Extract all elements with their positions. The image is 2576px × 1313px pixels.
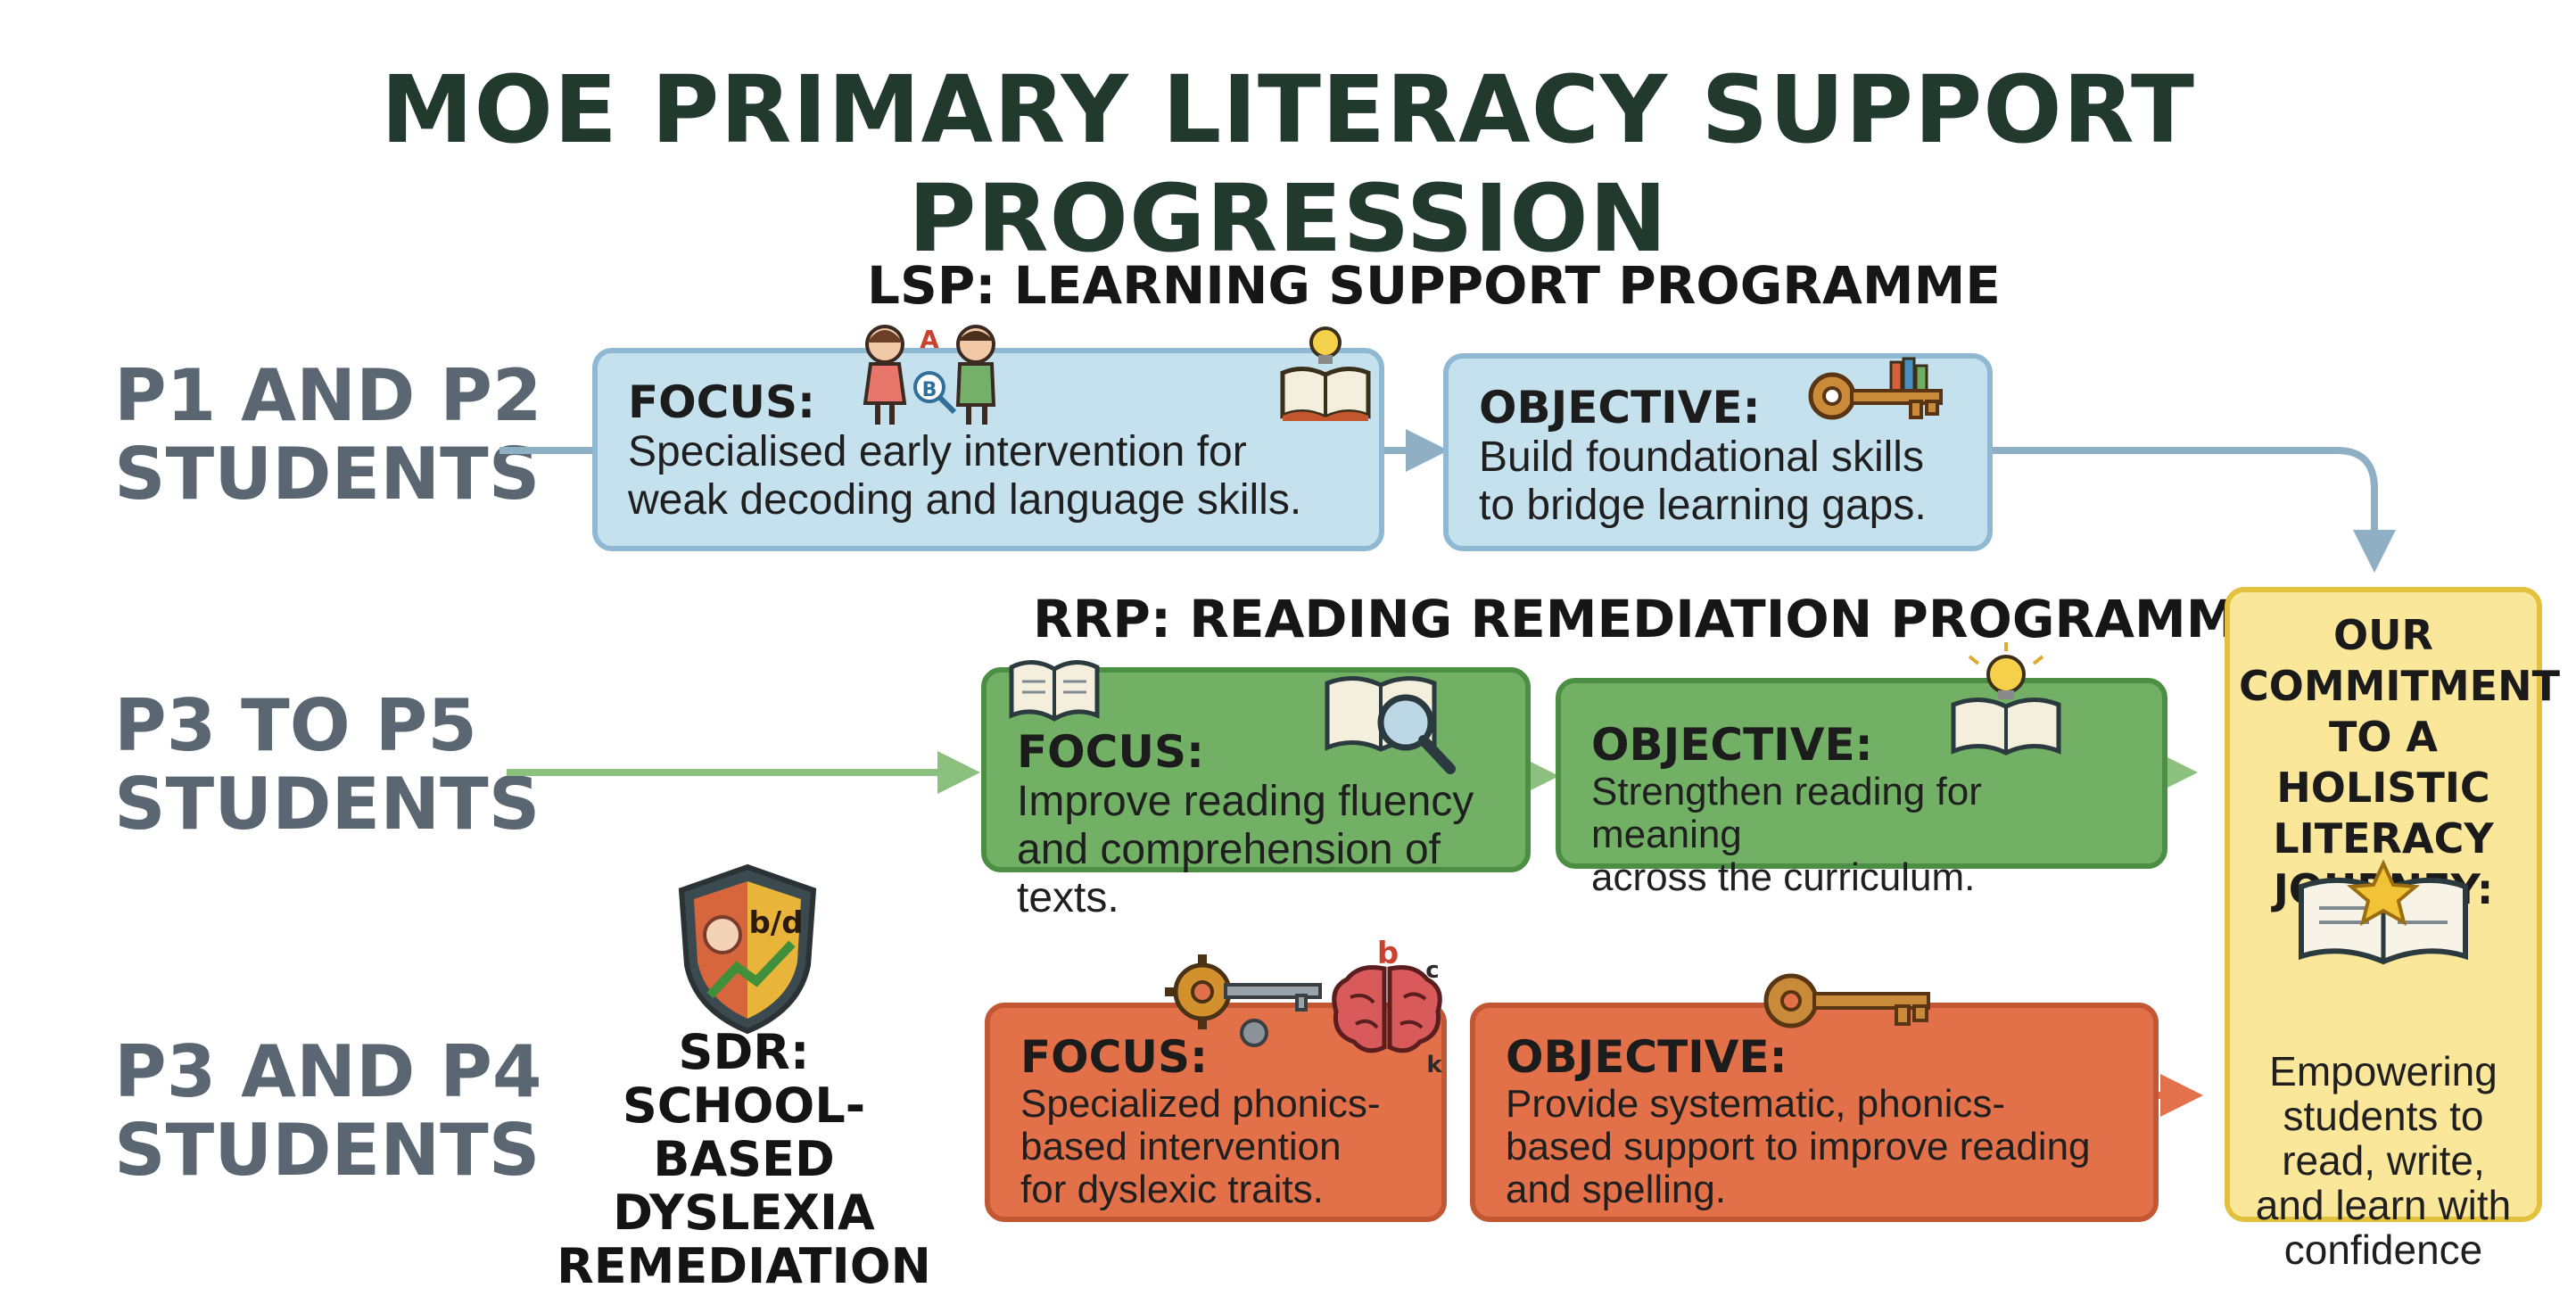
focus-label: FOCUS: [1017, 726, 1204, 778]
text-line: based support to improve reading [1506, 1125, 2091, 1168]
text-line: Specialised early intervention for [628, 428, 1247, 475]
sdr-programme-name: SDR: SCHOOL-BASED DYSLEXIA REMEDIATION [539, 1026, 949, 1293]
page-title: MOE PRIMARY LITERACY SUPPORT PROGRESSION [381, 55, 2195, 273]
sdr-name-line: SDR: [678, 1024, 810, 1080]
objective-text: Build foundational skills to bridge lear… [1479, 434, 1957, 530]
shield-text: b/d [748, 905, 803, 941]
row-label-p3-p5: P3 TO P5 STUDENTS [114, 687, 540, 844]
commitment-title-line: COMMITMENT [2239, 662, 2560, 710]
letter-small-b: b [1377, 936, 1399, 971]
commitment-text-line: read, write, [2282, 1137, 2485, 1184]
sdr-name-line: REMEDIATION [557, 1238, 931, 1294]
sdr-name-line: DYSLEXIA [613, 1185, 875, 1241]
key-and-books-icon [1808, 357, 1943, 420]
lsp-heading: LSP: LEARNING SUPPORT PROGRAMME [867, 255, 2001, 316]
row-label-line: P3 AND P4 [114, 1030, 542, 1113]
lsp-to-commitment-arrow [1993, 447, 2396, 573]
text-line: Improve reading fluency [1017, 778, 1474, 825]
commitment-text-line: students to [2283, 1093, 2484, 1139]
rrp-heading: RRP: READING REMEDIATION PROGRAMME [1033, 589, 2274, 649]
row-label-line: STUDENTS [114, 1109, 541, 1192]
sdr-name-line: SCHOOL-BASED [622, 1078, 866, 1187]
row-label-line: P3 TO P5 [114, 684, 477, 767]
row-label-line: STUDENTS [114, 433, 541, 516]
text-line: Strengthen reading for meaning [1591, 770, 1982, 856]
text-line: and comprehension of texts. [1017, 826, 1441, 921]
dyslexia-shield-icon: b/d [678, 863, 817, 1035]
text-line: across the curriculum. [1591, 855, 1976, 899]
commitment-text-line: confidence [2283, 1226, 2483, 1273]
focus-text: Improve reading fluency and comprehensio… [1017, 778, 1495, 922]
objective-label: OBJECTIVE: [1506, 1031, 1788, 1083]
magnifying-glass-book-icon [1325, 676, 1456, 774]
text-line: and spelling. [1506, 1168, 1727, 1211]
open-book-icon [1009, 660, 1100, 722]
children-reading-icon: A B [863, 325, 996, 425]
row-label-p3-p4: P3 AND P4 STUDENTS [114, 1033, 542, 1190]
sdr-objective-box: OBJECTIVE: Provide systematic, phonics- … [1470, 1003, 2159, 1222]
star-book-icon [2299, 859, 2468, 965]
lsp-focus-box: FOCUS: Specialised early intervention fo… [592, 348, 1384, 551]
brain-letters-icon: b c k [1332, 936, 1442, 1078]
rrp-objective-box: OBJECTIVE: Strengthen reading for meanin… [1556, 678, 2167, 899]
text-line: for dyslexic traits. [1020, 1168, 1324, 1211]
key-icon [1763, 973, 1930, 1028]
objective-text: Strengthen reading for meaning across th… [1591, 771, 2132, 899]
text-line: to bridge learning gaps. [1479, 482, 1927, 529]
text-line: weak decoding and language skills. [628, 476, 1302, 524]
text-line: Build foundational skills [1479, 434, 1924, 481]
commitment-title-line: TO A HOLISTIC [2276, 713, 2490, 812]
text-line: based intervention [1020, 1125, 1342, 1168]
letter-small-c: c [1425, 957, 1439, 984]
commitment-title-line: OUR [2333, 611, 2433, 659]
book-lightbulb-icon [1951, 642, 2061, 756]
row-label-line: STUDENTS [114, 763, 541, 846]
objective-text: Provide systematic, phonics- based suppo… [1506, 1083, 2123, 1211]
commitment-text-line: and learn with [2255, 1182, 2512, 1228]
focus-text: Specialized phonics- based intervention … [1020, 1083, 1411, 1211]
objective-label: OBJECTIVE: [1591, 719, 1873, 771]
open-book-lightbulb-icon [1280, 326, 1371, 421]
letter-small-k: k [1426, 1052, 1442, 1078]
focus-label: FOCUS: [1020, 1031, 1208, 1083]
row-label-line: P1 AND P2 [114, 354, 542, 437]
objective-label: OBJECTIVE: [1479, 382, 1761, 434]
gears-key-icon [1165, 954, 1322, 1047]
letter-b: B [922, 379, 937, 401]
row-label-p1-p2: P1 AND P2 STUDENTS [114, 357, 542, 514]
text-line: Specialized phonics- [1020, 1082, 1381, 1126]
letter-a: A [920, 325, 939, 354]
commitment-text-line: Empowering [2269, 1048, 2498, 1094]
commitment-title-line: LITERACY [2273, 814, 2494, 863]
focus-label: FOCUS: [628, 376, 815, 428]
text-line: Provide systematic, phonics- [1506, 1082, 2005, 1126]
focus-text: Specialised early intervention for weak … [628, 428, 1349, 524]
